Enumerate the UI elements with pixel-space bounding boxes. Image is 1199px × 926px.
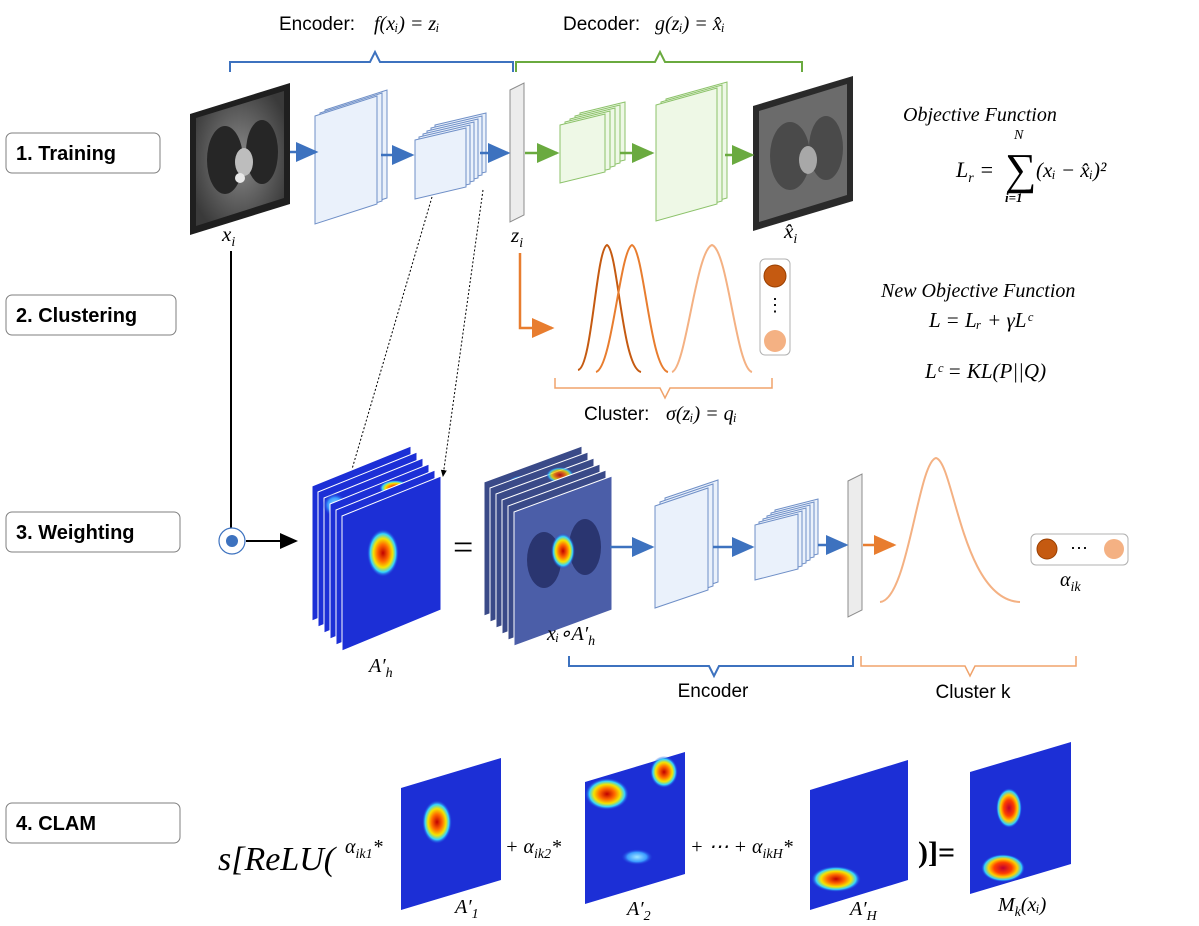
encoder-block-2 — [414, 112, 487, 200]
cluster-curve-1 — [577, 243, 642, 373]
objective-function: Objective Function Lr = N ∑ i=1 (xᵢ − x̂… — [903, 104, 1107, 205]
encoder-header-word: Encoder: — [279, 14, 355, 35]
decoder-header-math: g(zᵢ) = x̂ᵢ — [655, 13, 725, 35]
equals-sign: = — [453, 527, 473, 567]
clam-map-1-label: A′1 — [453, 896, 479, 922]
attention-map-stack — [311, 445, 442, 652]
new-objective-line1: L = Lᵣ + γLᶜ — [928, 308, 1033, 332]
decoder-header-word: Decoder: — [563, 14, 640, 35]
alpha-dot-dark — [1036, 538, 1058, 560]
alpha-label: αik — [1060, 569, 1081, 595]
cluster-label-word: Cluster: — [584, 404, 649, 425]
clam-alpha-1: αik1* — [345, 836, 383, 862]
weighting-encoder-brace — [568, 656, 854, 679]
arrow-latent-cluster — [518, 253, 555, 338]
alpha-ellipsis: ⋯ — [1070, 538, 1088, 558]
new-objective-function: New Objective Function L = Lᵣ + γLᶜ Lᶜ =… — [880, 280, 1075, 383]
cluster-k-label: Cluster k — [936, 682, 1011, 703]
stage-labels: 1. Training 2. Clustering 3. Weighting 4… — [5, 132, 181, 844]
output-ct-image — [753, 76, 853, 231]
cluster-legend: ⋮ — [759, 258, 791, 356]
cluster-dot-dark — [763, 264, 787, 288]
input-ct-image — [190, 83, 290, 235]
objective-sum-upper: N — [1013, 128, 1024, 143]
clam-result-label: Mk(xᵢ) — [997, 894, 1047, 920]
cluster-label-math: σ(zᵢ) = qᵢ — [666, 403, 737, 425]
clam-alpha-h: + ⋯ + αikH* — [690, 836, 793, 862]
objective-sum-sign: ∑ — [1005, 145, 1036, 194]
weighted-ct-stack — [483, 445, 613, 647]
training-section: Encoder: f(xᵢ) = zᵢ Decoder: g(zᵢ) = x̂ᵢ… — [190, 13, 853, 251]
cluster-k-curve — [879, 456, 1021, 603]
clustering-section: Cluster: σ(zᵢ) = qᵢ ⋮ — [518, 243, 791, 425]
objective-title: Objective Function — [903, 104, 1057, 126]
stage-clustering-label: 2. Clustering — [16, 305, 137, 327]
attention-map-label: A′h — [367, 655, 393, 681]
latent-label: zi — [510, 223, 523, 251]
new-objective-title: New Objective Function — [880, 280, 1075, 302]
decoder-block-1 — [559, 101, 626, 184]
clam-map-2 — [585, 752, 685, 904]
clam-prefix: s[ReLU( — [218, 841, 338, 878]
cluster-dot-light — [764, 330, 786, 352]
alpha-dot-light — [1104, 539, 1124, 559]
encoder-header-math: f(xᵢ) = zᵢ — [374, 13, 439, 35]
cluster-k-brace — [860, 656, 1077, 678]
clam-map-2-label: A′2 — [625, 898, 651, 924]
cluster-legend-ellipsis: ⋮ — [766, 295, 784, 315]
clam-alpha-2: + αik2* — [505, 836, 561, 862]
stage-training-box: 1. Training — [5, 132, 161, 174]
clam-map-h — [810, 760, 908, 910]
stage-training-label: 1. Training — [16, 143, 116, 165]
cluster-curve-2 — [595, 243, 669, 373]
objective-lhs: Lr = — [955, 157, 994, 186]
weighting-encoder-block-2 — [754, 498, 819, 581]
objective-summand: (xᵢ − x̂ᵢ)² — [1036, 158, 1107, 182]
clam-map-1 — [401, 758, 501, 910]
multiply-node-dot — [226, 535, 238, 547]
alpha-legend: ⋯ — [1030, 533, 1129, 566]
cluster-brace — [554, 378, 773, 400]
clam-result-map — [970, 742, 1071, 894]
weighting-latent-vector — [847, 473, 863, 618]
objective-sum-lower: i=1 — [1005, 190, 1023, 205]
output-label: x̂i — [783, 219, 797, 247]
decoder-block-2 — [655, 81, 728, 222]
clam-suffix: )]= — [918, 836, 955, 869]
encoder-brace — [229, 49, 514, 72]
weighting-encoder-block-1 — [654, 479, 719, 609]
projection-line-2 — [440, 189, 484, 477]
weighted-input-label: xᵢ∘A′h — [546, 623, 595, 649]
encoder-block-1 — [314, 89, 388, 225]
clam-map-h-label: A′H — [848, 898, 878, 924]
clam-section: s[ReLU( αik1* A′1 + αik2* A′2 + ⋯ + αikH… — [218, 742, 1071, 924]
stage-clam-label: 4. CLAM — [16, 813, 96, 835]
stage-weighting-box: 3. Weighting — [5, 511, 181, 553]
cluster-curve-3 — [671, 243, 753, 373]
stage-weighting-label: 3. Weighting — [16, 522, 135, 544]
stage-clam-box: 4. CLAM — [5, 802, 181, 844]
stage-clustering-box: 2. Clustering — [5, 294, 177, 336]
decoder-brace — [515, 49, 803, 72]
weighting-section: A′h = xᵢ∘A′h — [218, 189, 1129, 703]
input-label: xi — [221, 222, 235, 250]
latent-vector — [509, 82, 525, 223]
weighting-encoder-label: Encoder — [678, 681, 749, 702]
new-objective-line2: Lᶜ = KL(P||Q) — [924, 359, 1046, 383]
